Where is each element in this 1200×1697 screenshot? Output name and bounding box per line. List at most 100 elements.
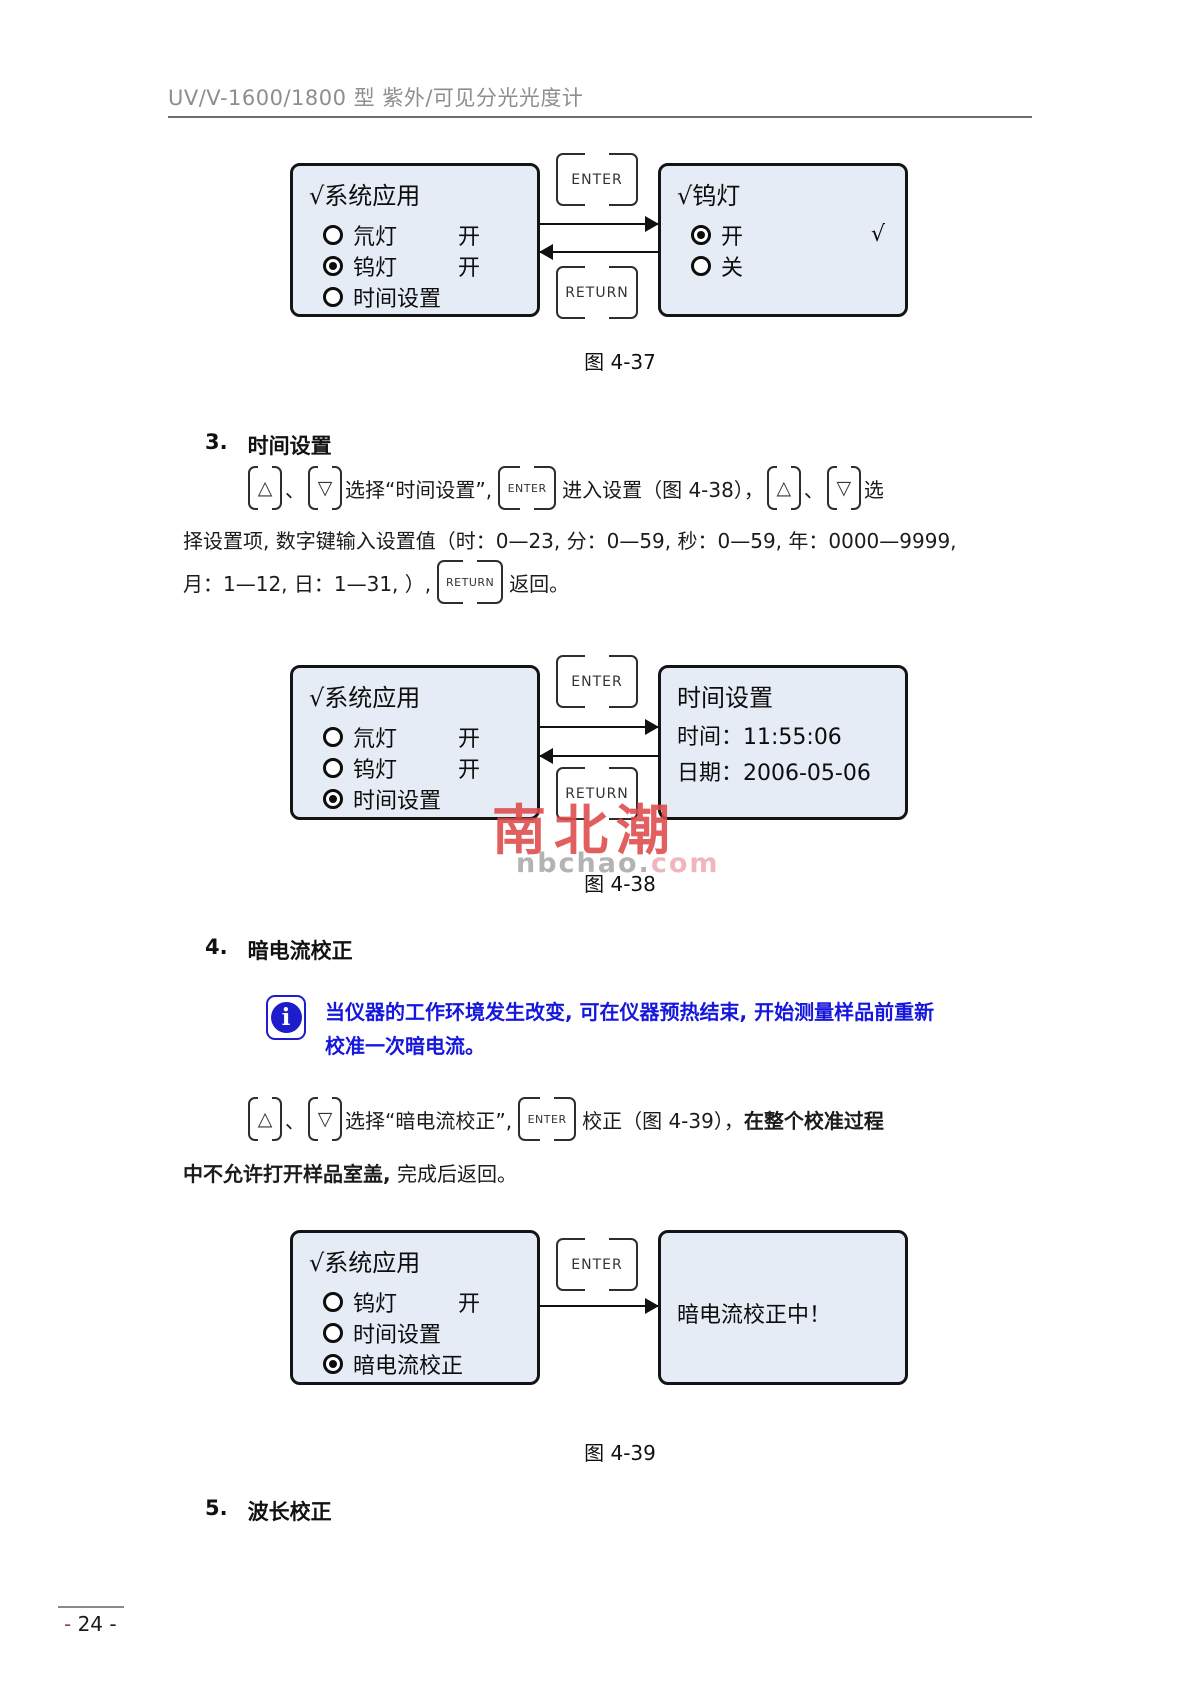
menu-item: 时间设置	[323, 783, 537, 814]
key-label: ENTER	[571, 673, 623, 690]
arrow-left-icon	[539, 748, 658, 764]
radio-icon	[323, 1322, 343, 1343]
key-label: △	[257, 1108, 273, 1130]
key-label: ENTER	[571, 1256, 623, 1273]
menu-item-label: 时间设置	[353, 788, 442, 814]
lcd-title: √系统应用	[309, 684, 421, 712]
menu-item-label: 时间设置	[353, 1322, 442, 1348]
menu-item: 钨灯 开	[323, 1286, 537, 1317]
text-segment-bold: 中不允许打开样品室盖,	[183, 1162, 391, 1186]
menu-item-label: 钨灯	[353, 757, 398, 783]
arrow-right-icon	[540, 1298, 659, 1314]
key-label: ▽	[317, 1108, 333, 1130]
page-number-value: 24 -	[71, 1612, 117, 1636]
menu-item-state: 开	[458, 757, 481, 783]
menu-item: 开 √	[691, 219, 905, 250]
menu-item: 关	[691, 250, 905, 281]
text-segment: 、	[285, 477, 305, 502]
up-key-icon: △	[248, 466, 282, 510]
watermark-domain: nbchao.	[516, 848, 651, 879]
menu-item: 钨灯 开	[323, 250, 537, 281]
info-note-text: 当仪器的工作环境发生改变, 可在仪器预热结束, 开始测量样品前重新 校准一次暗电…	[325, 995, 985, 1063]
time-value: 时间：11:55:06	[677, 725, 842, 750]
page-number: - 24 -	[64, 1612, 117, 1636]
menu-item-state: 开	[458, 726, 481, 752]
text-segment: 完成后返回。	[390, 1162, 517, 1186]
lcd-screen-system-menu: √系统应用 钨灯 开 时间设置 暗电流校正	[290, 1230, 540, 1385]
menu-item: 氘灯 开	[323, 721, 537, 752]
radio-icon	[323, 726, 343, 747]
section-heading-3: 3. 时间设置	[205, 430, 332, 460]
menu-item-label: 开	[721, 224, 744, 250]
radio-icon	[323, 224, 343, 245]
text-segment: 、	[803, 477, 824, 502]
up-key-icon: △	[766, 466, 801, 510]
radio-icon	[323, 1291, 343, 1312]
text-segment: 选择“时间设置”,	[345, 477, 493, 502]
radio-icon	[323, 757, 343, 778]
lcd-screen-lamp-menu: √钨灯 开 √ 关	[658, 163, 908, 317]
down-key-icon: ▽	[308, 1097, 342, 1141]
watermark-url: nbchao.com	[516, 848, 720, 879]
lcd-title: 时间设置	[677, 684, 773, 712]
menu-item: 氘灯 开	[323, 219, 537, 250]
key-label: ENTER	[507, 481, 547, 495]
arrow-left-icon	[539, 244, 658, 260]
status-message: 暗电流校正中！	[677, 1303, 832, 1328]
date-value: 日期：2006-05-06	[677, 761, 871, 786]
instruction-line: 中不允许打开样品室盖, 完成后返回。	[183, 1158, 517, 1187]
return-key-icon: RETURN	[437, 560, 504, 604]
info-icon: i	[266, 995, 306, 1040]
figure-caption-4-39: 图 4-39	[584, 1441, 656, 1465]
menu-item-check: √	[871, 222, 886, 247]
instruction-line: 择设置项, 数字键输入设置值（时：0—23, 分：0—59, 秒：0—59, 年…	[183, 529, 957, 553]
footer-divider	[58, 1606, 124, 1608]
enter-key-icon: ENTER	[498, 466, 557, 510]
text-segment: 选择“暗电流校正”,	[345, 1108, 513, 1133]
radio-icon	[323, 255, 343, 276]
watermark-tld: com	[650, 848, 720, 879]
lcd-title: √钨灯	[677, 182, 741, 210]
section-title: 时间设置	[247, 434, 332, 458]
radio-icon	[323, 1353, 343, 1374]
radio-icon	[323, 788, 343, 809]
key-label: ▽	[836, 477, 852, 499]
key-label: △	[776, 477, 792, 499]
menu-item-label: 氘灯	[353, 726, 398, 752]
watermark-chinese: 南北潮	[492, 799, 678, 862]
return-key-icon: RETURN	[556, 266, 638, 319]
up-key-icon: △	[248, 1097, 282, 1141]
return-key-icon: RETURN	[556, 767, 638, 820]
text-segment: 选	[863, 477, 884, 502]
instruction-line: △ 、 ▽ 选择“暗电流校正”, ENTER 校正（图 4-39）， 在整个校准…	[245, 1095, 884, 1143]
lcd-screen-system-menu: √系统应用 氘灯 开 钨灯 开 时间设置	[290, 163, 540, 317]
radio-icon	[323, 286, 343, 307]
key-label: RETURN	[565, 785, 629, 802]
section-number: 5.	[205, 1496, 228, 1520]
menu-item-state: 开	[458, 1291, 481, 1317]
key-label: RETURN	[446, 575, 495, 589]
figure-caption-4-37: 图 4-37	[584, 350, 656, 374]
menu-item: 暗电流校正	[323, 1348, 537, 1379]
lcd-screen-system-menu: √系统应用 氘灯 开 钨灯 开 时间设置	[290, 665, 540, 820]
lcd-title: √系统应用	[309, 182, 421, 210]
figure-caption-4-38: 图 4-38	[584, 872, 656, 896]
text-segment: 月：1—12, 日：1—31, ）,	[183, 571, 432, 596]
menu-item-label: 钨灯	[353, 255, 398, 281]
enter-key-icon: ENTER	[556, 1238, 638, 1291]
menu-item: 时间设置	[323, 1317, 537, 1348]
header-divider	[168, 116, 1032, 118]
text-segment: 、	[285, 1108, 305, 1133]
menu-item: 钨灯 开	[323, 752, 537, 783]
section-heading-4: 4. 暗电流校正	[205, 935, 353, 965]
text-segment: 返回。	[509, 571, 570, 596]
menu-item-state: 开	[458, 224, 481, 250]
text-segment-bold: 在整个校准过程	[743, 1108, 884, 1133]
key-label: ENTER	[571, 171, 623, 188]
menu-item-label: 关	[721, 255, 744, 281]
lcd-title: √系统应用	[309, 1249, 421, 1277]
enter-key-icon: ENTER	[556, 655, 638, 708]
page-number-dash: -	[64, 1612, 72, 1636]
page-header-title: UV/V-1600/1800 型 紫外/可见分光光度计	[168, 86, 584, 110]
